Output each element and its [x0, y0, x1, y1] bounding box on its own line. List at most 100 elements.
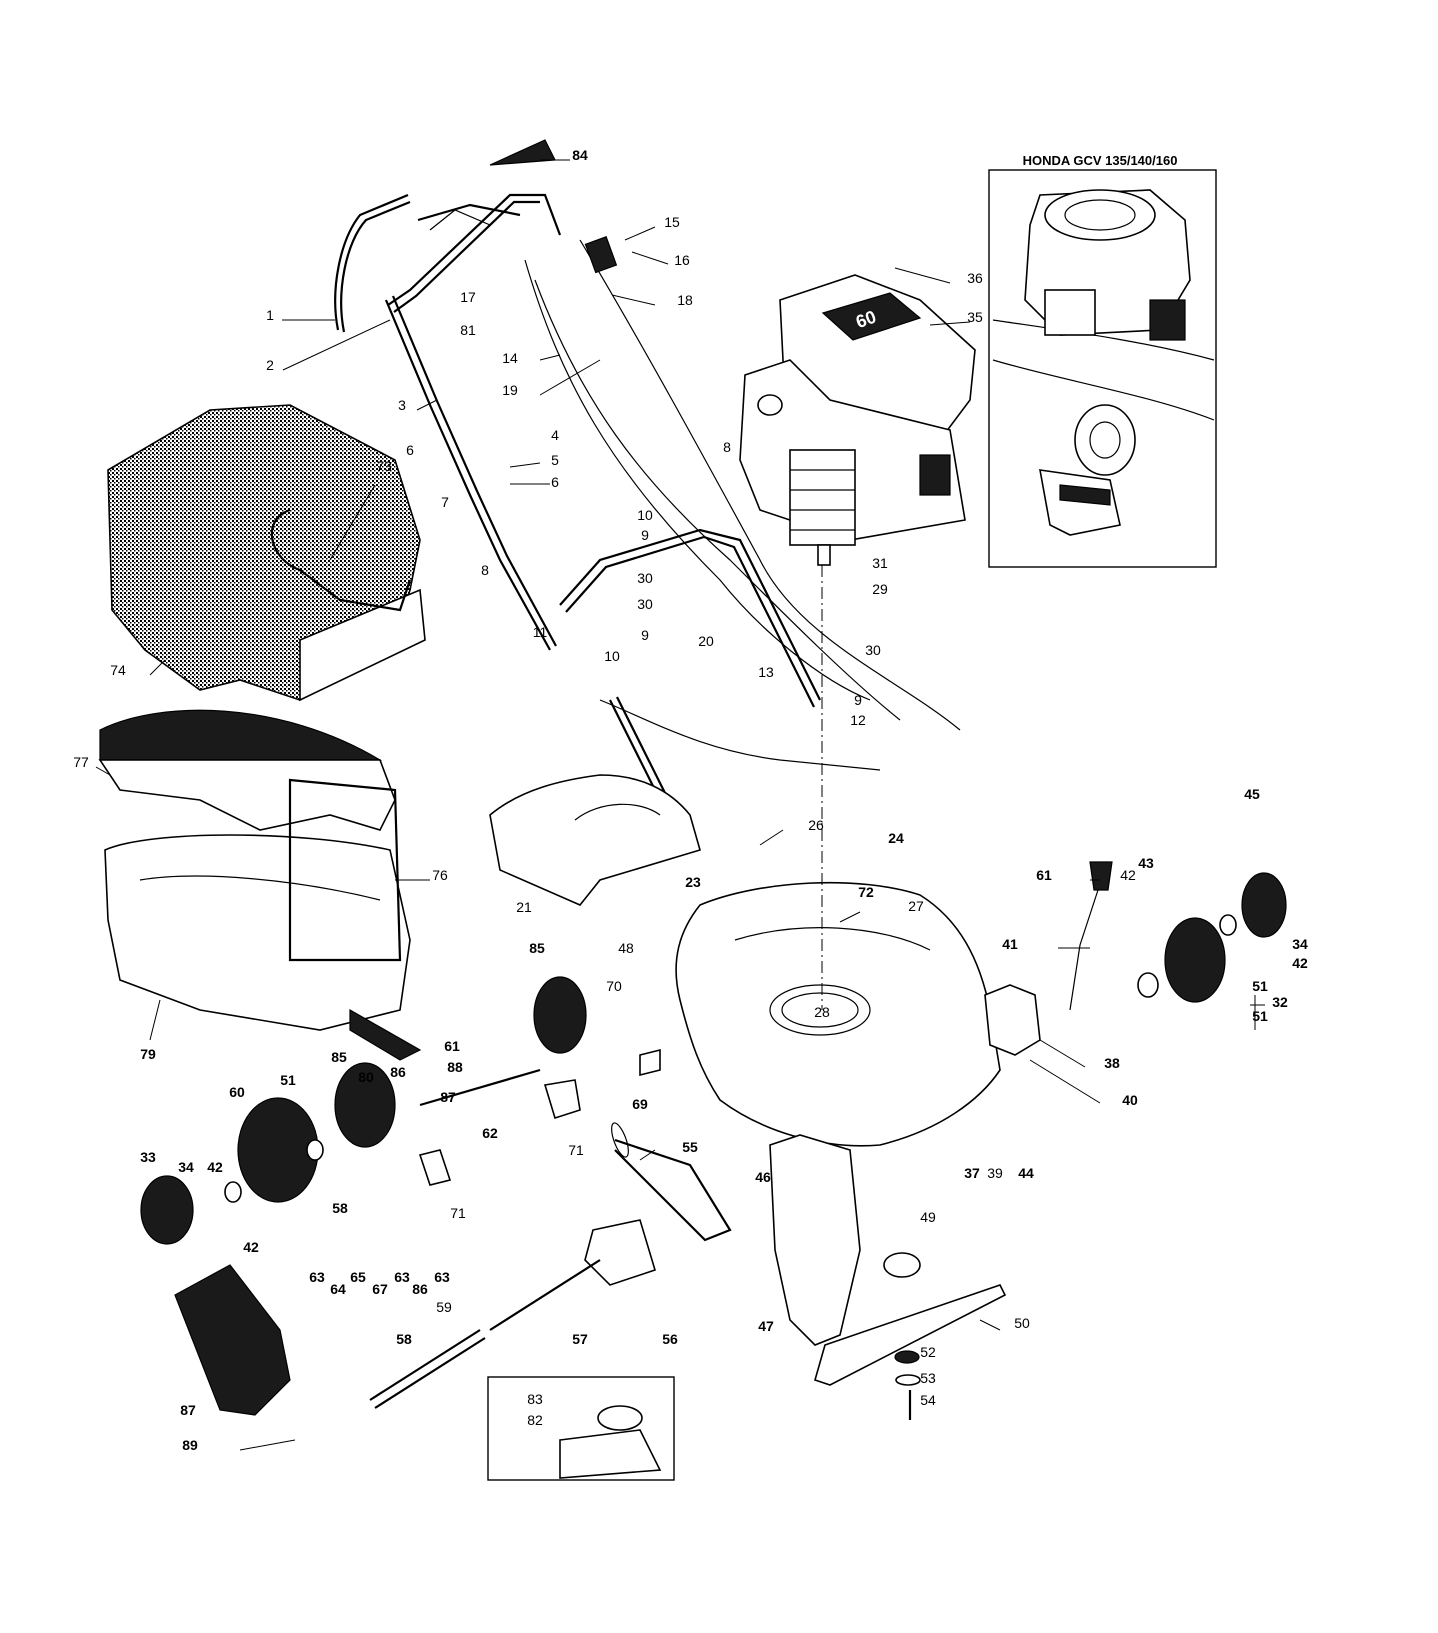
callout-30: 30	[865, 642, 881, 658]
callout-82: 82	[527, 1412, 543, 1428]
callout-51: 51	[1252, 1008, 1268, 1024]
callout-34: 34	[178, 1159, 194, 1175]
callout-51: 51	[1252, 978, 1268, 994]
mower-deck	[675, 565, 1001, 1147]
callout-55: 55	[682, 1139, 698, 1155]
callout-63: 63	[434, 1269, 450, 1285]
callout-61: 61	[444, 1038, 460, 1054]
callout-19: 19	[502, 382, 518, 398]
callout-58: 58	[332, 1200, 348, 1216]
callout-47: 47	[758, 1318, 774, 1334]
callout-52: 52	[920, 1344, 936, 1360]
callout-7: 7	[441, 494, 449, 510]
honda-engine-inset: HONDA GCV 135/140/160	[988, 153, 1217, 568]
callout-9: 9	[854, 692, 862, 708]
callout-17: 17	[460, 289, 476, 305]
callout-88: 88	[447, 1059, 463, 1075]
callout-24: 24	[888, 830, 904, 846]
callout-86: 86	[390, 1064, 406, 1080]
callout-87: 87	[440, 1089, 456, 1105]
callout-30: 30	[637, 596, 653, 612]
callout-79: 79	[140, 1046, 156, 1062]
gearbox-detail-inset	[487, 1376, 675, 1481]
callout-84: 84	[572, 147, 588, 163]
callout-42: 42	[243, 1239, 259, 1255]
callout-40: 40	[1122, 1092, 1138, 1108]
callout-9: 9	[641, 627, 649, 643]
callout-34: 34	[1292, 936, 1308, 952]
callout-56: 56	[662, 1331, 678, 1347]
callout-27: 27	[908, 898, 924, 914]
callout-42: 42	[207, 1159, 223, 1175]
callout-65: 65	[350, 1269, 366, 1285]
callout-1: 1	[266, 307, 274, 323]
callout-87: 87	[180, 1402, 196, 1418]
callout-58: 58	[396, 1331, 412, 1347]
callout-85: 85	[529, 940, 545, 956]
callout-42: 42	[1292, 955, 1308, 971]
rear-cover	[489, 774, 701, 906]
callout-73: 73	[376, 458, 392, 474]
wheels	[140, 861, 1287, 1245]
callout-60: 60	[229, 1084, 245, 1100]
grass-bag	[98, 404, 426, 1031]
callout-49: 49	[920, 1209, 936, 1225]
callout-57: 57	[572, 1331, 588, 1347]
callout-28: 28	[814, 1004, 830, 1020]
callout-33: 33	[140, 1149, 156, 1165]
callout-69: 69	[632, 1096, 648, 1112]
blade	[814, 1284, 1007, 1386]
callout-48: 48	[618, 940, 634, 956]
callout-2: 2	[266, 357, 274, 373]
callout-32: 32	[1272, 994, 1288, 1010]
callout-18: 18	[677, 292, 693, 308]
callout-63: 63	[394, 1269, 410, 1285]
callout-10: 10	[604, 648, 620, 664]
callout-85: 85	[331, 1049, 347, 1065]
callout-20: 20	[698, 633, 714, 649]
callout-42: 42	[1120, 867, 1136, 883]
callout-30: 30	[637, 570, 653, 586]
callout-37: 37	[964, 1165, 980, 1181]
callout-74: 74	[110, 662, 126, 678]
callout-8: 8	[481, 562, 489, 578]
callout-14: 14	[502, 350, 518, 366]
callout-21: 21	[516, 899, 532, 915]
callout-11: 11	[533, 624, 548, 640]
callout-13: 13	[758, 664, 774, 680]
callout-72: 72	[858, 884, 874, 900]
callout-59: 59	[436, 1299, 452, 1315]
callout-12: 12	[850, 712, 866, 728]
callout-44: 44	[1018, 1165, 1034, 1181]
mulch-plug	[174, 1264, 291, 1416]
callout-36: 36	[967, 270, 983, 286]
callout-89: 89	[182, 1437, 198, 1453]
callout-39: 39	[987, 1165, 1003, 1181]
engine: 60	[739, 274, 976, 566]
callout-71: 71	[568, 1142, 584, 1158]
wedge-piece	[489, 139, 556, 166]
callout-26: 26	[808, 817, 824, 833]
callout-41: 41	[1002, 936, 1018, 952]
callout-86: 86	[412, 1281, 428, 1297]
callout-3: 3	[398, 397, 406, 413]
callout-83: 83	[527, 1391, 543, 1407]
callout-77: 77	[73, 754, 89, 770]
throttle-control	[584, 236, 618, 274]
wheel-height-lever-grip	[1089, 861, 1113, 891]
callout-35: 35	[967, 309, 983, 325]
callout-29: 29	[872, 581, 888, 597]
callout-38: 38	[1104, 1055, 1120, 1071]
inset-title: HONDA GCV 135/140/160	[1023, 153, 1178, 168]
callout-64: 64	[330, 1281, 346, 1297]
handle-assembly	[334, 193, 961, 801]
callout-80: 80	[358, 1069, 374, 1085]
callout-54: 54	[920, 1392, 936, 1408]
callout-6: 6	[406, 442, 414, 458]
callout-63: 63	[309, 1269, 325, 1285]
callout-67: 67	[372, 1281, 388, 1297]
callout-5: 5	[551, 452, 559, 468]
callout-9: 9	[641, 527, 649, 543]
callout-50: 50	[1014, 1315, 1030, 1331]
